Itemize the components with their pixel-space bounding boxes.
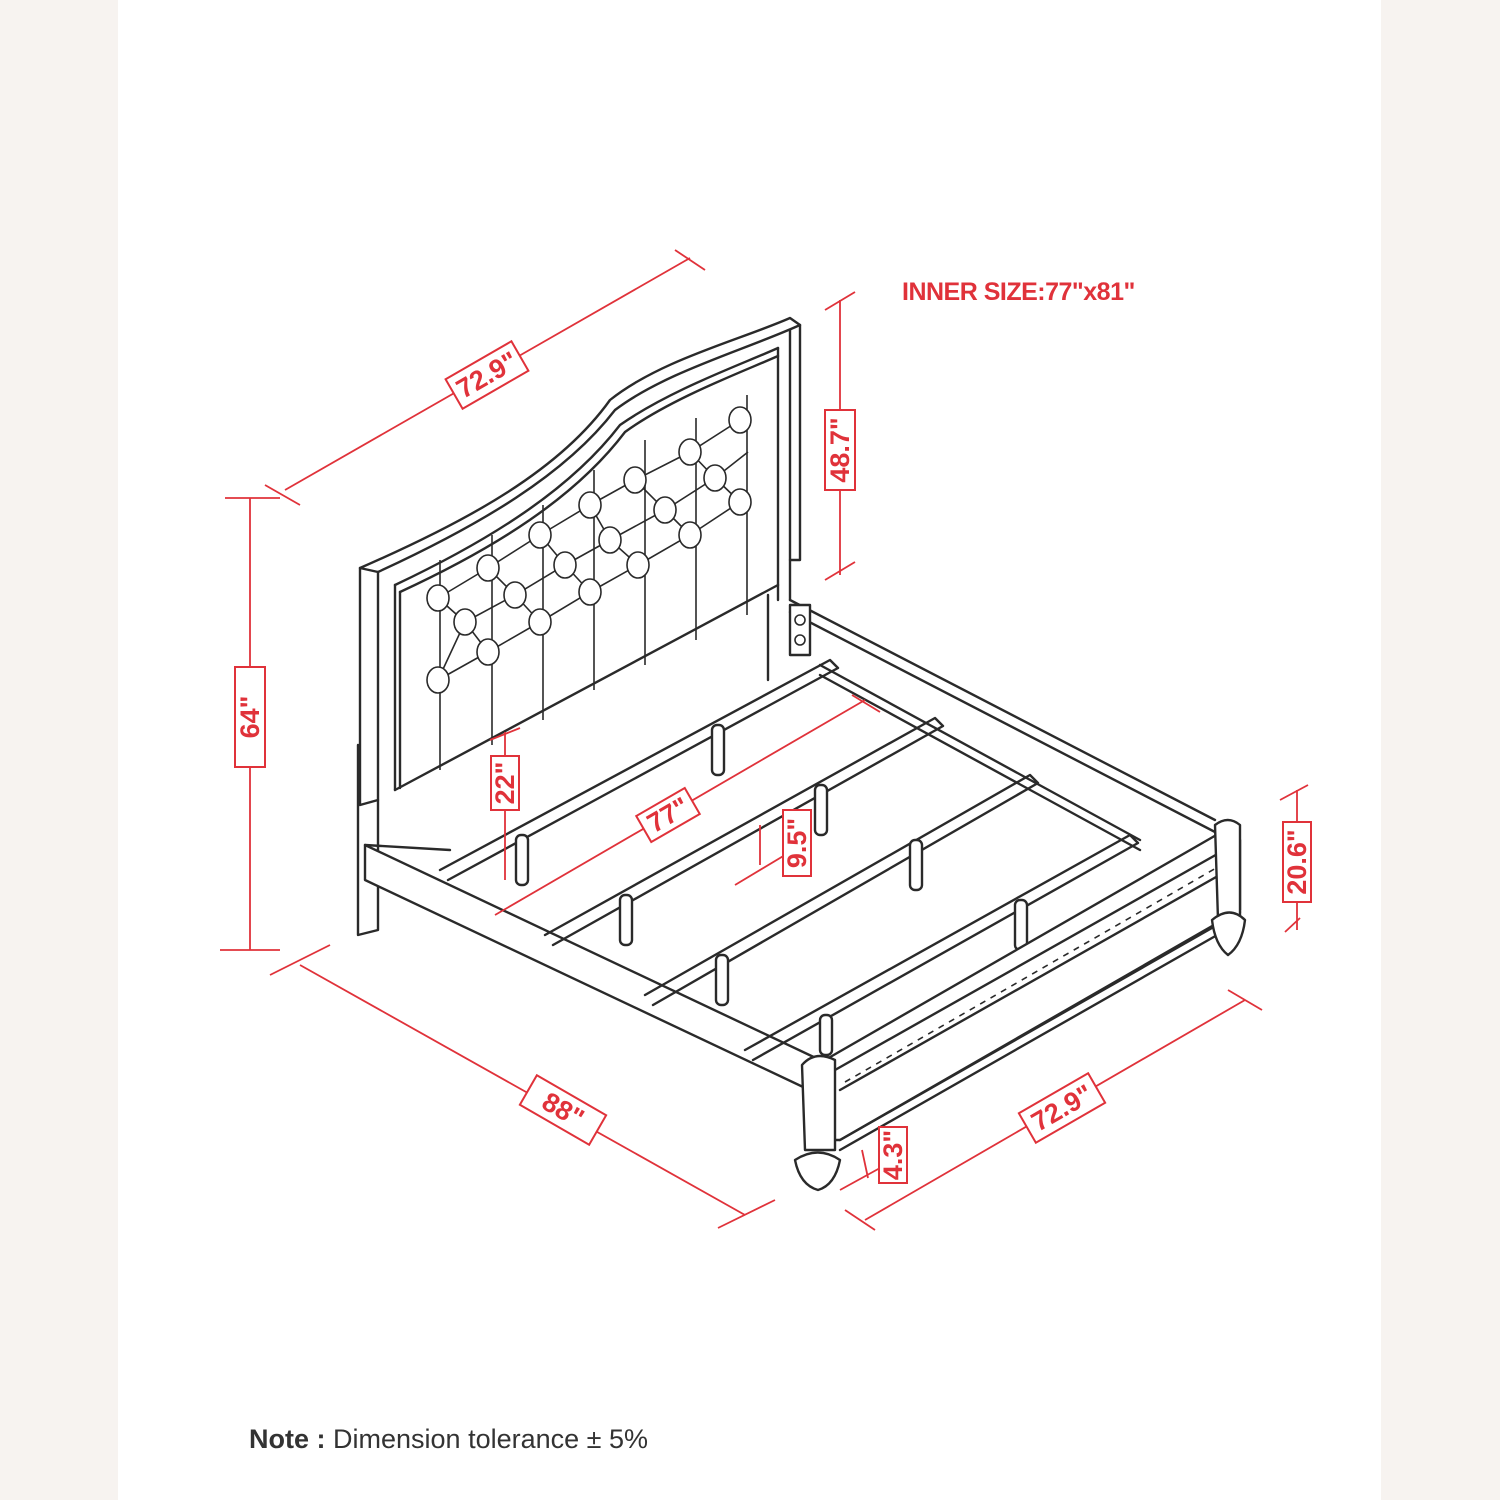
dim-clearance: 4.3"	[878, 1130, 908, 1180]
inner-size-label: INNER SIZE:77"x81"	[902, 278, 1135, 306]
note-text: Dimension tolerance ± 5%	[333, 1424, 648, 1454]
dimension-annotations: 72.9" 48.7" 64" 22" 77"	[220, 249, 1312, 1231]
dim-footboard-height: 20.6"	[1282, 829, 1312, 894]
tolerance-note: Note : Dimension tolerance ± 5%	[249, 1424, 648, 1455]
dim-rail-height: 22"	[490, 762, 520, 805]
note-label: Note :	[249, 1424, 326, 1454]
drawing-sheet	[118, 0, 1381, 1500]
footboard	[793, 818, 1247, 1192]
headboard	[356, 316, 802, 937]
dim-slat-gap: 9.5"	[782, 818, 812, 868]
dim-headboard-height: 48.7"	[825, 417, 855, 482]
dim-overall-height: 64"	[235, 696, 265, 739]
bed-frame	[363, 598, 1217, 1097]
